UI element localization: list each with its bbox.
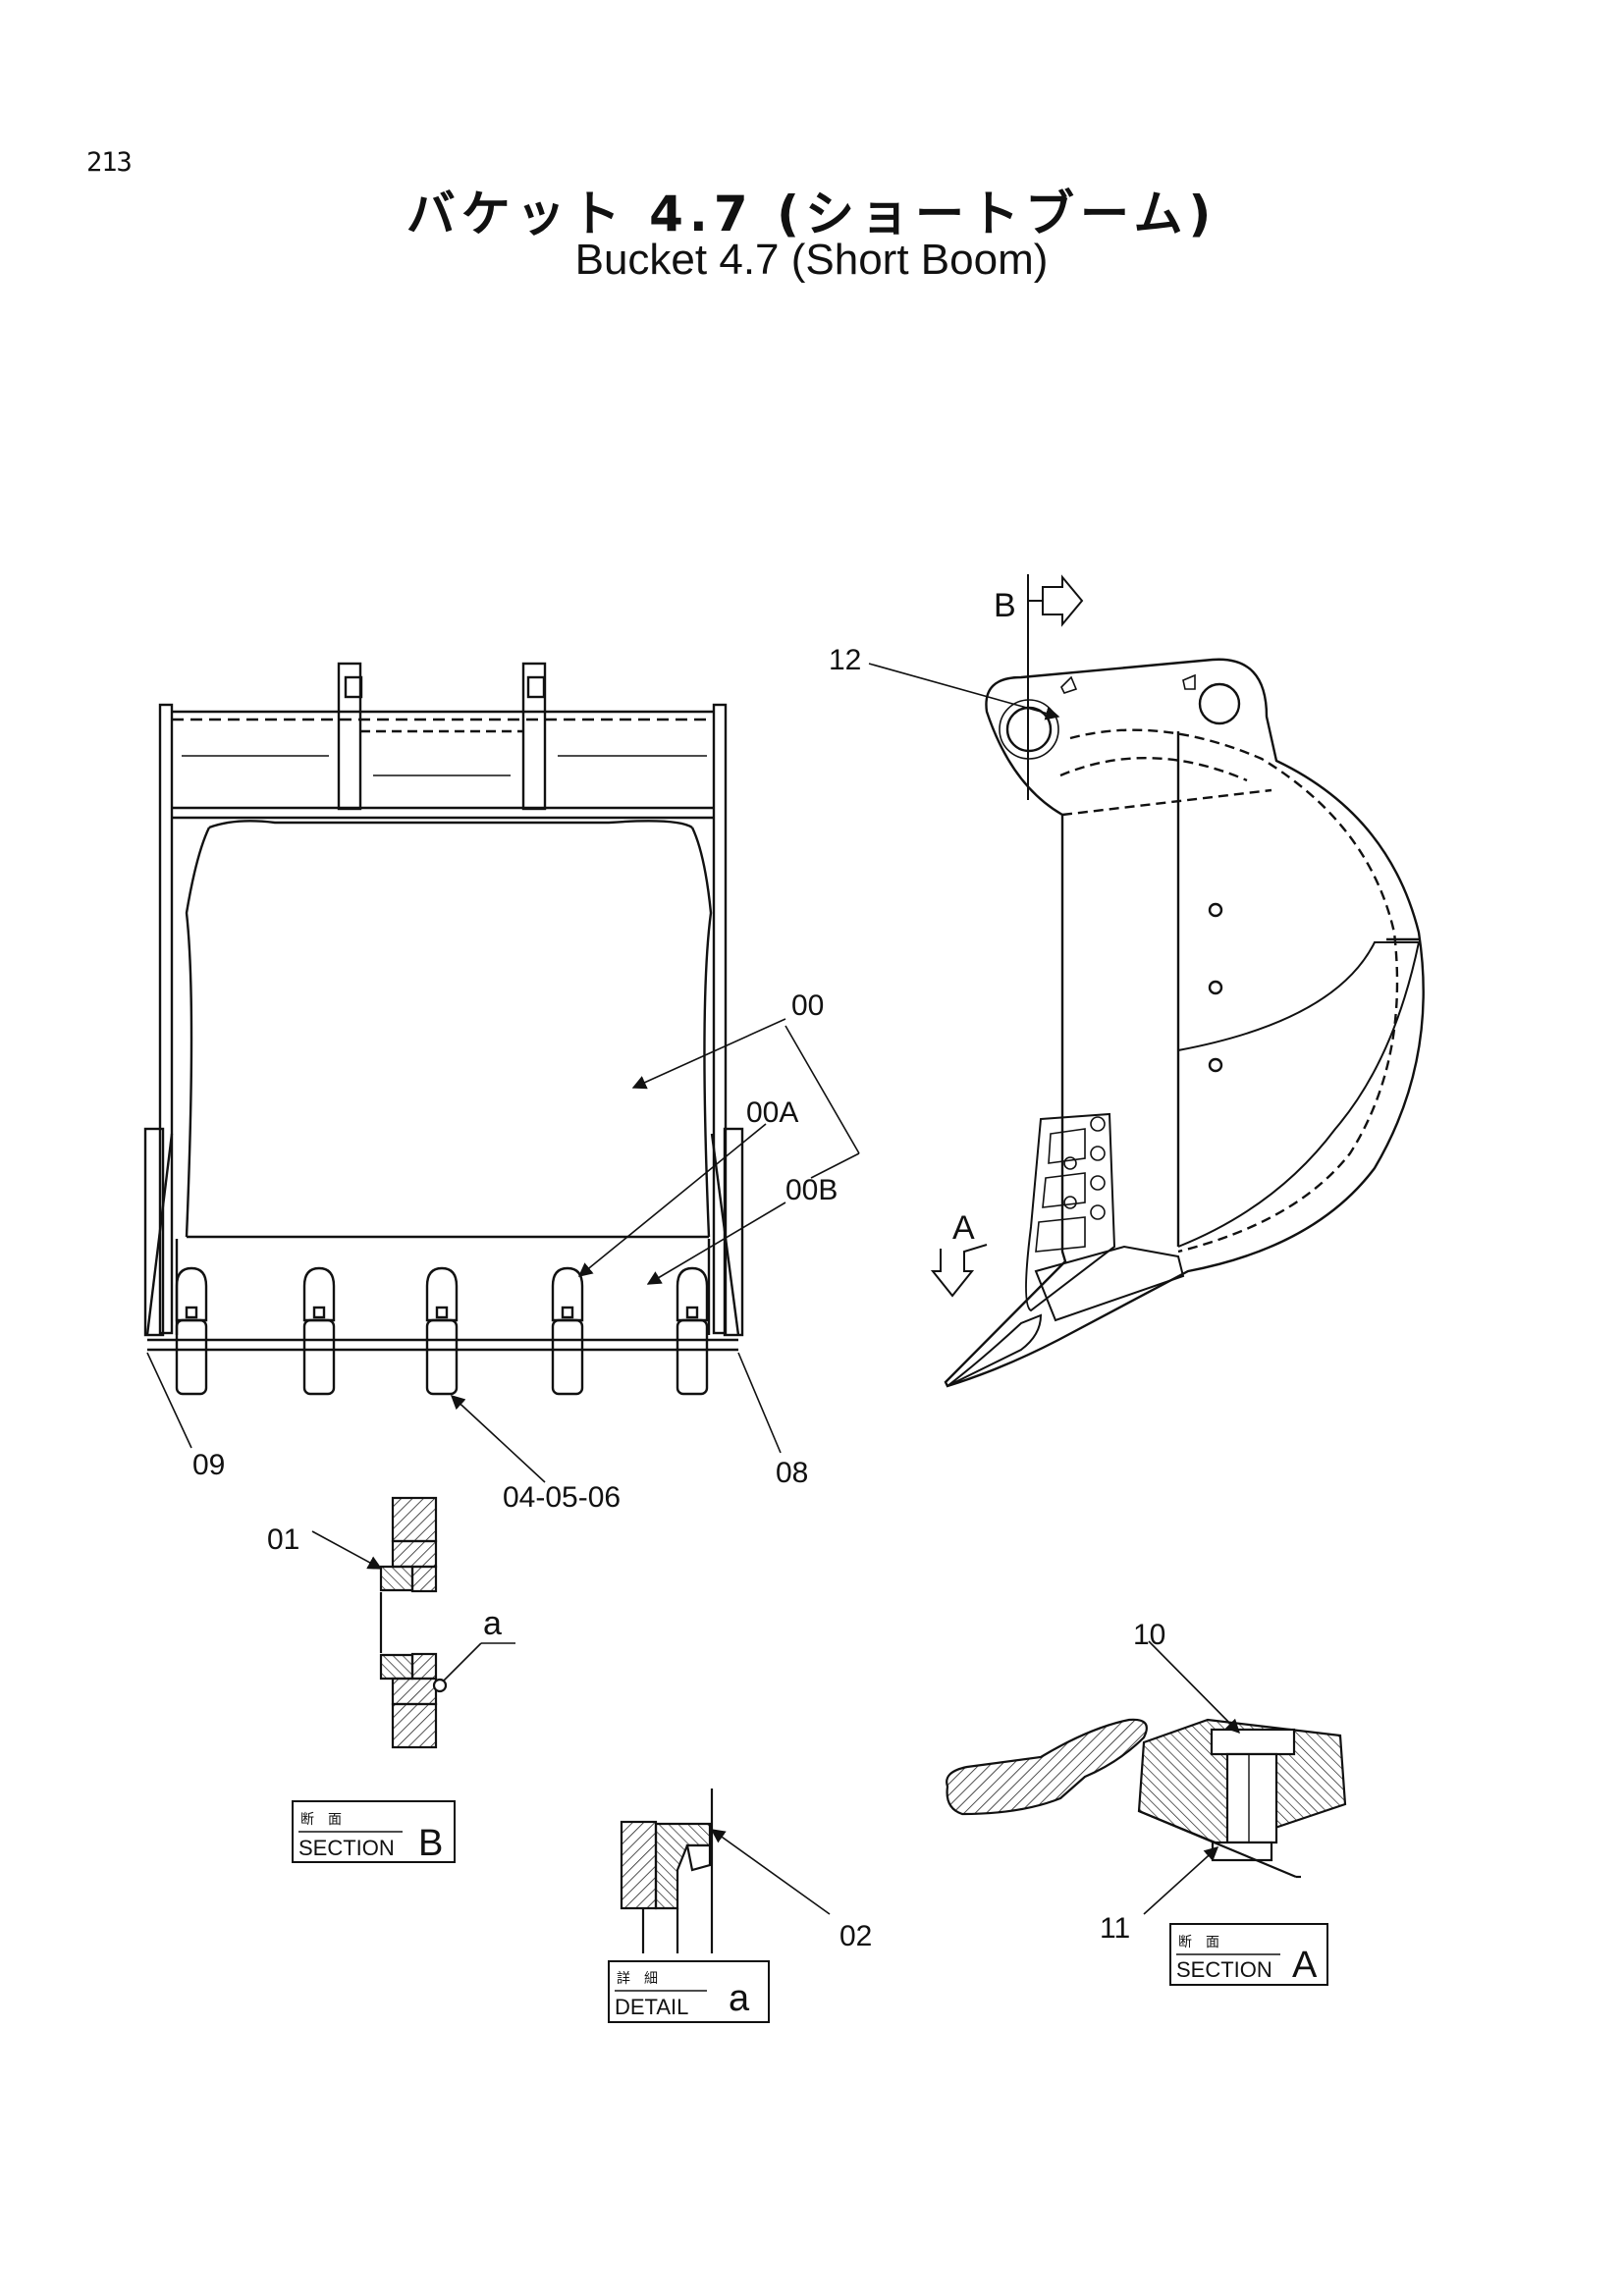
detail-a-box-japanese: 詳 細 [617,1970,658,1986]
bucket-teeth [175,1266,709,1396]
bucket-front-view [143,662,744,1396]
section-a-box: 断 面 SECTION A [1169,1923,1328,1986]
section-a-drawing [946,1718,1347,1879]
section-a-box-letter: A [1292,1945,1318,1986]
bucket-side-view [944,658,1425,1388]
callout-00: 00 [791,989,824,1022]
callout-08: 08 [776,1457,808,1489]
callout-00b: 00B [785,1174,838,1206]
detail-a-box-word: DETAIL [615,1995,688,2019]
page-title-japanese: バケット 4.7 (ショートブーム) [406,186,1217,242]
callout-02: 02 [839,1920,872,1952]
section-b-arrow-label: B [994,587,1016,624]
section-a-arrow [930,1244,988,1298]
section-b-drawing [379,1496,448,1749]
page-title-english: Bucket 4.7 (Short Boom) [574,236,1049,284]
section-b-cutline [1027,574,1084,800]
callout-12: 12 [829,644,861,676]
callout-09: 09 [192,1449,225,1481]
page-number: 213 [86,147,133,178]
detail-a-marker: a [483,1605,502,1642]
section-a-box-word: SECTION [1176,1957,1272,1982]
callout-11: 11 [1100,1912,1130,1945]
section-b-box-word: SECTION [298,1836,395,1860]
detail-a-box-letter: a [729,1978,750,2019]
section-b-box-japanese: 断 面 [300,1811,342,1827]
detail-a-box: 詳 細 DETAIL a [608,1960,770,2023]
section-b-box-letter: B [418,1823,443,1864]
section-a-box-japanese: 断 面 [1178,1934,1219,1949]
detail-a-drawing [620,1789,714,1953]
callout-00a: 00A [746,1096,798,1129]
callout-10: 10 [1133,1619,1165,1651]
section-a-arrow-label: A [952,1209,975,1247]
callout-01: 01 [267,1523,299,1556]
front-view-leaders [146,1018,860,1483]
section-b-box: 断 面 SECTION B [292,1800,456,1864]
callout-04-05-06: 04-05-06 [503,1481,621,1514]
